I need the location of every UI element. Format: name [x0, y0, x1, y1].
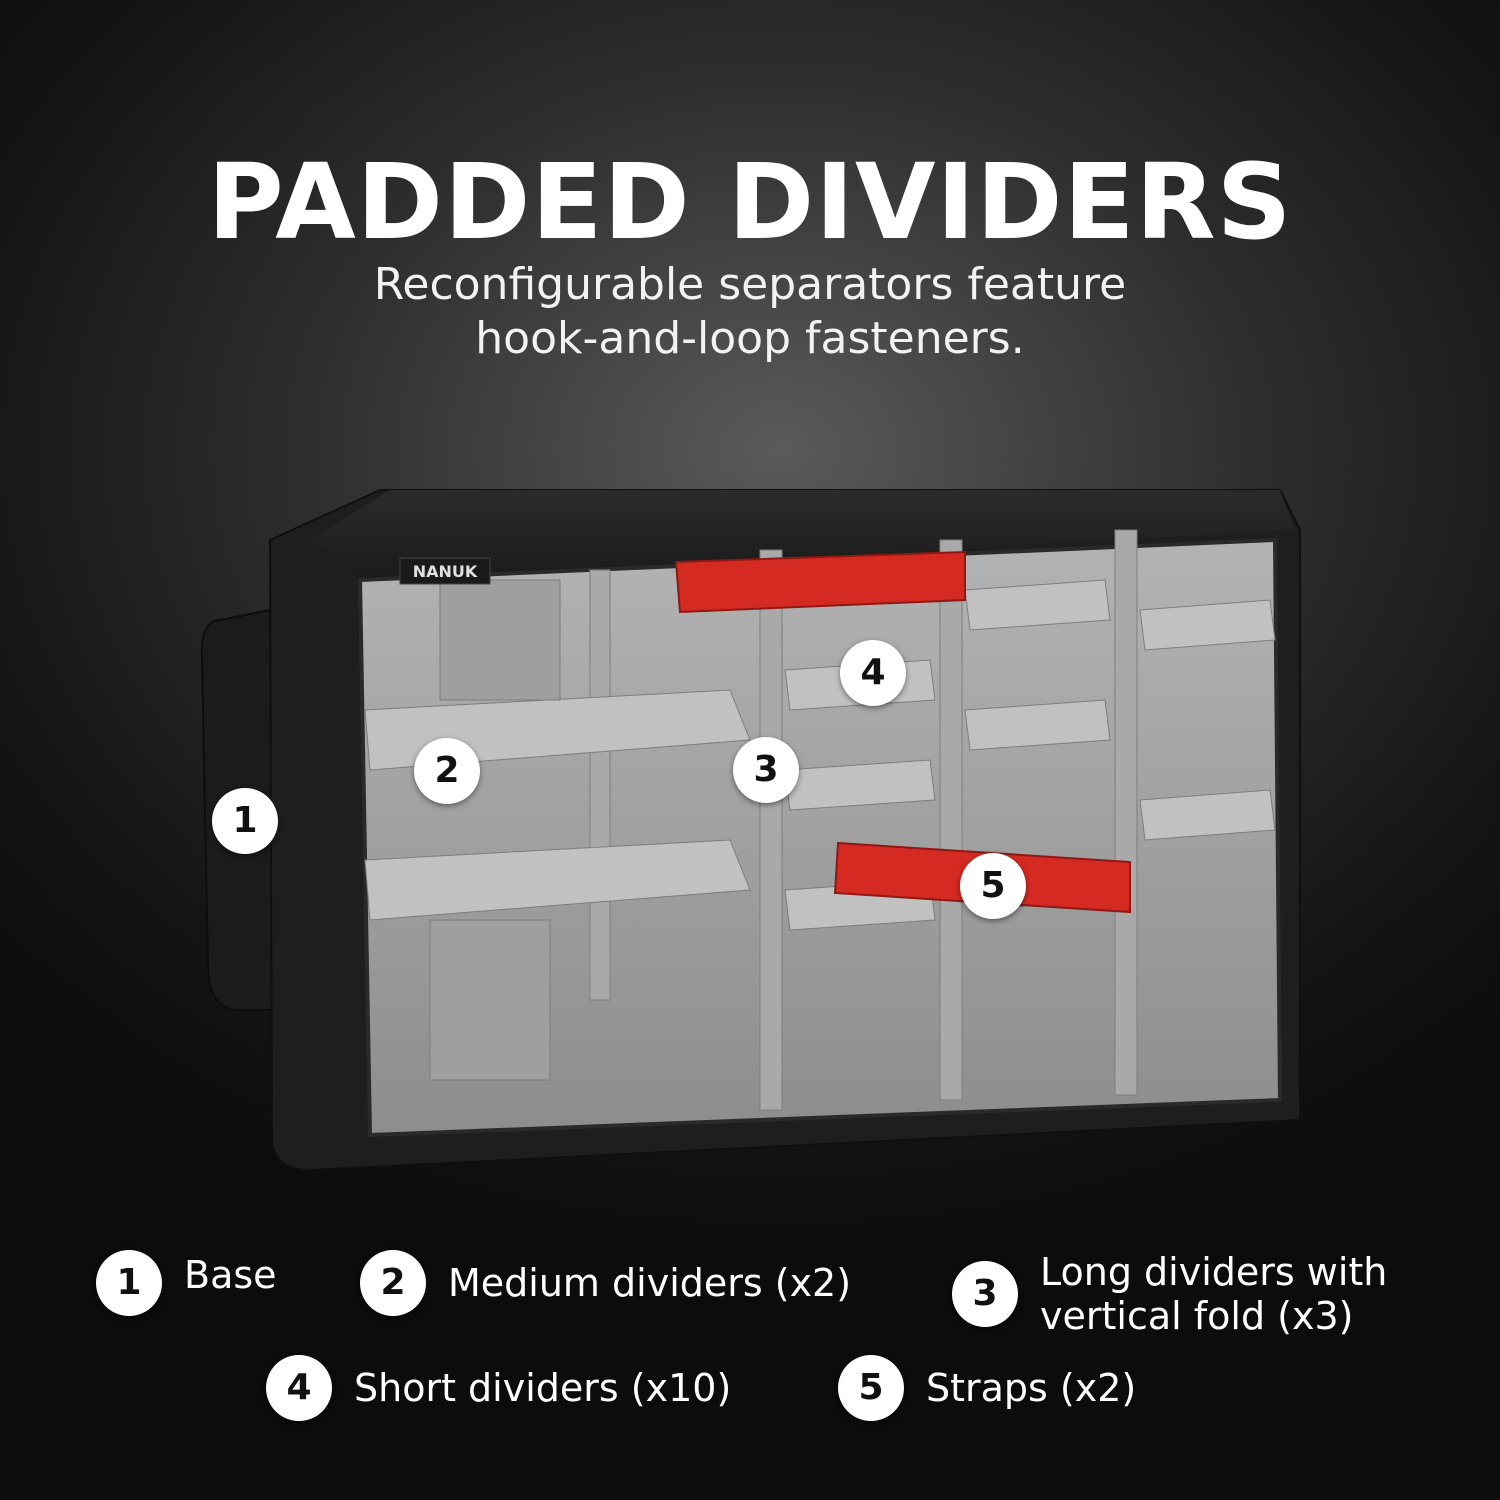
legend-badge-1: 1	[96, 1250, 162, 1316]
short-upright-2	[429, 919, 551, 1081]
callout-1: 1	[212, 788, 278, 854]
legend-badge-2: 2	[360, 1250, 426, 1316]
legend-label-1: Base	[184, 1253, 277, 1297]
legend-label-3-line-2: vertical fold (x3)	[1040, 1294, 1354, 1338]
divider-case-illustration: NANUK 1 2 3 4 5	[190, 470, 1320, 1194]
callout-5: 5	[960, 853, 1026, 919]
shelf-2	[364, 839, 751, 921]
long-divider-a	[759, 549, 783, 1111]
page-subtitle: Reconfigurable separators feature hook-a…	[0, 258, 1500, 366]
shelf-6	[964, 579, 1111, 631]
legend-item-base: 1 Base	[96, 1250, 277, 1316]
legend-label-3: Long dividers with vertical fold (x3)	[1040, 1250, 1387, 1338]
long-divider-c	[1114, 529, 1138, 1096]
legend-badge-3: 3	[952, 1261, 1018, 1327]
legend-item-medium-dividers: 2 Medium dividers (x2)	[360, 1250, 851, 1316]
legend-label-5: Straps (x2)	[926, 1366, 1137, 1410]
short-upright-1	[439, 579, 561, 701]
long-divider-b	[939, 539, 963, 1101]
callout-2: 2	[414, 738, 480, 804]
page-title: PADDED DIVIDERS	[207, 141, 1293, 263]
medium-divider-left	[589, 569, 611, 1001]
shelf-7	[964, 699, 1111, 751]
legend-label-2: Medium dividers (x2)	[448, 1261, 852, 1305]
strap-top	[674, 550, 966, 614]
legend-item-straps: 5 Straps (x2)	[838, 1355, 1136, 1421]
shelf-4	[784, 759, 936, 811]
shelf-9	[1139, 599, 1276, 651]
subtitle-line-2: hook-and-loop fasteners.	[475, 313, 1025, 364]
shelf-10	[1139, 789, 1276, 841]
legend-item-long-dividers: 3 Long dividers with vertical fold (x3)	[952, 1250, 1387, 1338]
divider-case-svg: NANUK	[200, 489, 1301, 1172]
callout-4: 4	[840, 640, 906, 706]
callout-3: 3	[733, 737, 799, 803]
legend-label-4: Short dividers (x10)	[354, 1366, 732, 1410]
subtitle-line-1: Reconfigurable separators feature	[373, 259, 1127, 310]
legend-badge-4: 4	[266, 1355, 332, 1421]
legend-badge-5: 5	[838, 1355, 904, 1421]
case-top	[310, 490, 1295, 580]
legend-item-short-dividers: 4 Short dividers (x10)	[266, 1355, 731, 1421]
legend-label-3-line-1: Long dividers with	[1040, 1250, 1388, 1294]
brand-label: NANUK	[413, 562, 478, 581]
brand-tag	[399, 557, 491, 585]
